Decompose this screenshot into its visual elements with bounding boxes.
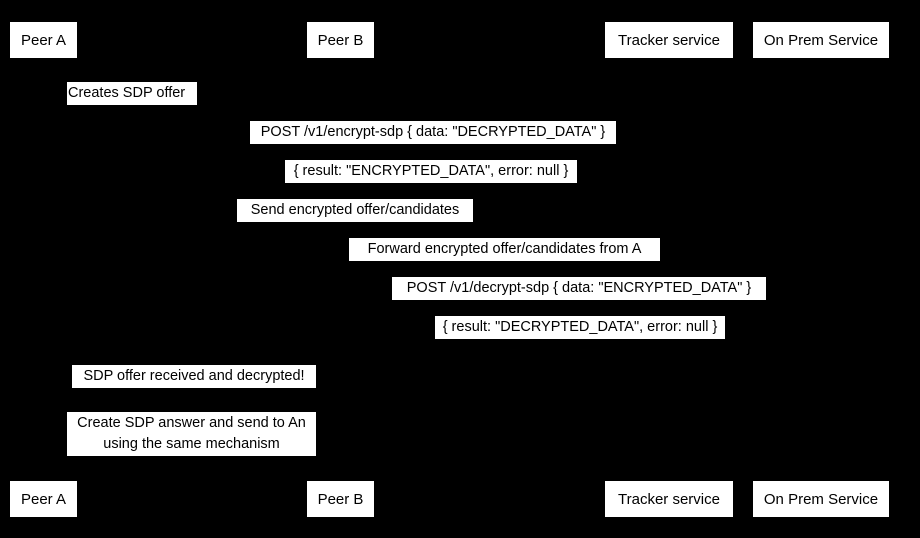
message-send-encrypted-offer: Send encrypted offer/candidates [237, 199, 473, 222]
message-text-line-1: Create SDP answer and send to An [77, 415, 306, 431]
participant-footer-peer-a[interactable]: Peer A [10, 481, 77, 517]
participant-header-on-prem-service[interactable]: On Prem Service [753, 22, 889, 58]
message-text: POST /v1/encrypt-sdp { data: "DECRYPTED_… [260, 124, 606, 140]
participant-header-tracker-service[interactable]: Tracker service [605, 22, 733, 58]
lifeline-tracker-service [668, 58, 669, 481]
message-decrypt-sdp-result: { result: "DECRYPTED_DATA", error: null … [435, 316, 725, 339]
participant-label: Peer B [317, 31, 364, 49]
participant-label: On Prem Service [763, 490, 879, 508]
message-creates-sdp-offer: Creates SDP offer [67, 82, 197, 105]
participant-footer-peer-b[interactable]: Peer B [307, 481, 374, 517]
message-text: SDP offer received and decrypted! [83, 368, 305, 384]
participant-header-peer-b[interactable]: Peer B [307, 22, 374, 58]
message-forward-encrypted-offer: Forward encrypted offer/candidates from … [349, 238, 660, 261]
participant-label: Peer B [317, 490, 364, 508]
message-sdp-offer-received: SDP offer received and decrypted! [72, 365, 316, 388]
participant-footer-on-prem-service[interactable]: On Prem Service [753, 481, 889, 517]
lifeline-on-prem-service [821, 58, 822, 481]
lifeline-peer-b [340, 58, 341, 481]
message-create-sdp-answer: Create SDP answer and send to An using t… [67, 412, 316, 456]
participant-label: Tracker service [618, 490, 720, 508]
message-text-line-2: using the same mechanism [103, 436, 280, 452]
message-post-decrypt-sdp: POST /v1/decrypt-sdp { data: "ENCRYPTED_… [392, 277, 766, 300]
message-encrypt-sdp-result: { result: "ENCRYPTED_DATA", error: null … [285, 160, 577, 183]
message-text: Creates SDP offer [68, 85, 186, 101]
message-post-encrypt-sdp: POST /v1/encrypt-sdp { data: "DECRYPTED_… [250, 121, 616, 144]
participant-label: On Prem Service [763, 31, 879, 49]
participant-footer-tracker-service[interactable]: Tracker service [605, 481, 733, 517]
message-text: Forward encrypted offer/candidates from … [367, 241, 642, 257]
participant-label: Peer A [20, 490, 67, 508]
message-text: Send encrypted offer/candidates [250, 202, 460, 218]
lifeline-peer-a [43, 58, 44, 481]
message-text: { result: "ENCRYPTED_DATA", error: null … [293, 163, 569, 179]
message-text: { result: "DECRYPTED_DATA", error: null … [442, 319, 718, 335]
participant-header-peer-a[interactable]: Peer A [10, 22, 77, 58]
participant-label: Peer A [20, 31, 67, 49]
participant-label: Tracker service [618, 31, 720, 49]
message-text: POST /v1/decrypt-sdp { data: "ENCRYPTED_… [406, 280, 752, 296]
